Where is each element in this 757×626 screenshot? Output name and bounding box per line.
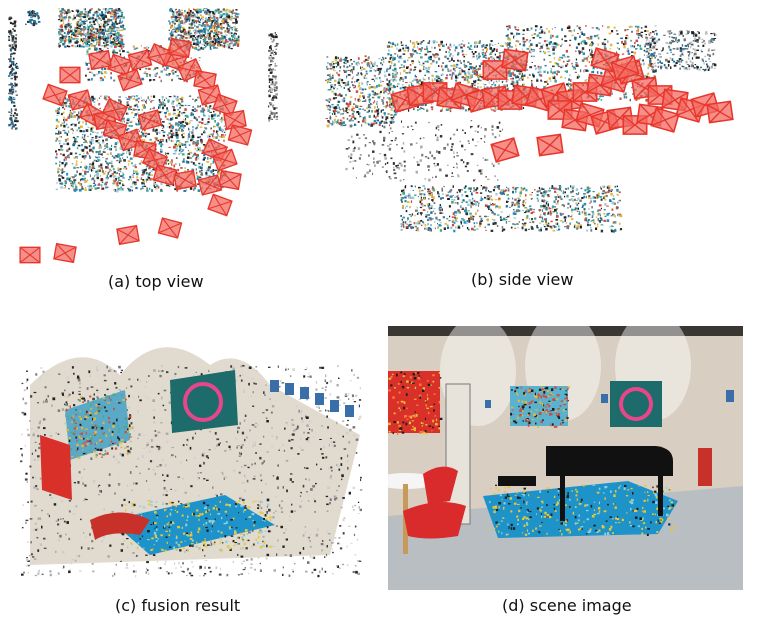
side-view-pointcloud-figure bbox=[325, 25, 734, 233]
panel-a-top-view bbox=[0, 0, 300, 270]
fused-small-frame-3 bbox=[300, 387, 309, 399]
scene-small-frame-right bbox=[726, 390, 734, 402]
camera-frustum-29 bbox=[168, 37, 192, 59]
rug-pointcloud-sideview bbox=[400, 185, 623, 233]
camera-frustum-26 bbox=[127, 49, 153, 71]
camera-frustum-31 bbox=[101, 97, 129, 123]
scene-ceiling bbox=[388, 326, 743, 336]
fused-rug bbox=[110, 495, 275, 555]
scene-red-cabinet bbox=[698, 448, 712, 486]
fused-tapestry-red bbox=[40, 435, 72, 500]
scene-rug bbox=[483, 481, 678, 538]
fused-small-frame-6 bbox=[345, 405, 354, 417]
camera-frustum-side-30 bbox=[650, 107, 680, 133]
scene-tapestry-red bbox=[388, 371, 440, 433]
camera-frustum-side-33 bbox=[482, 60, 508, 80]
scene-tapestry-geometric-pattern bbox=[510, 386, 571, 428]
panel-d-scene-image bbox=[388, 326, 743, 590]
side-sparse-points bbox=[345, 120, 504, 182]
fusion-result-figure bbox=[20, 347, 363, 578]
fused-tapestry-eye bbox=[170, 370, 238, 433]
top-wall-pointcloud-left bbox=[58, 8, 126, 49]
camera-frustum-10 bbox=[137, 109, 163, 131]
scene-tapestry-eye-ring bbox=[619, 387, 653, 421]
scene-piano-bench bbox=[498, 476, 536, 486]
fused-small-frame-1 bbox=[270, 380, 279, 392]
camera-frustum-17 bbox=[227, 124, 253, 146]
scene-small-frame-left bbox=[485, 400, 491, 408]
right-wall-pointcloud bbox=[268, 32, 279, 122]
fused-red-chair bbox=[90, 512, 150, 540]
camera-frustum-23 bbox=[173, 169, 197, 191]
scene-piano-leg-1 bbox=[560, 476, 565, 521]
camera-frustum-21 bbox=[197, 174, 223, 196]
side-wall-pointcloud-far bbox=[645, 30, 717, 73]
camera-frustum-side-32 bbox=[536, 133, 564, 157]
camera-frustum-2 bbox=[42, 83, 68, 107]
scene-photo-figure bbox=[388, 326, 743, 590]
scene-red-chair-back bbox=[423, 466, 458, 504]
camera-frustum-30 bbox=[117, 68, 143, 92]
camera-frustum-side-31 bbox=[490, 137, 520, 163]
camera-frustum-1 bbox=[59, 66, 81, 84]
camera-frustum-28 bbox=[88, 49, 112, 71]
scene-piano-leg-2 bbox=[658, 476, 663, 516]
scene-small-frame-mid bbox=[601, 394, 608, 403]
scene-tapestry-red-pattern bbox=[388, 371, 443, 435]
camera-frustum-13 bbox=[193, 69, 217, 91]
fused-tapestry-eye-ring bbox=[183, 382, 223, 422]
side-wall-pointcloud-left bbox=[325, 55, 398, 128]
caption-d: (d) scene image bbox=[502, 596, 632, 615]
fused-small-frame-4 bbox=[315, 393, 324, 405]
scene-grand-piano bbox=[546, 446, 673, 476]
camera-frustum-27 bbox=[146, 42, 174, 68]
camera-frustum-35 bbox=[157, 217, 183, 239]
panel-b-side-view bbox=[305, 0, 757, 250]
camera-frustum-side-22 bbox=[706, 100, 734, 124]
camera-frustum-34 bbox=[116, 224, 140, 246]
camera-frustum-33 bbox=[53, 242, 77, 264]
fused-tapestry-pattern bbox=[65, 393, 132, 459]
camera-frustum-32 bbox=[19, 246, 41, 264]
camera-frustum-24 bbox=[152, 164, 178, 186]
scene-tapestry-geometric bbox=[510, 386, 568, 426]
camera-frustum-16 bbox=[223, 109, 247, 131]
top-view-pointcloud-figure bbox=[8, 8, 279, 264]
camera-frustum-side-34 bbox=[501, 48, 529, 72]
caption-a: (a) top view bbox=[108, 272, 204, 291]
camera-frustum-20 bbox=[218, 169, 242, 191]
fused-tapestry-geometric bbox=[65, 390, 130, 460]
caption-c: (c) fusion result bbox=[115, 596, 241, 615]
scene-red-chair-front bbox=[403, 502, 466, 539]
panel-c-fusion-result bbox=[0, 305, 378, 587]
fused-small-frame-5 bbox=[330, 400, 339, 412]
top-wall-pointcloud-right bbox=[168, 8, 240, 51]
fused-small-frame-2 bbox=[285, 383, 294, 395]
left-wall-pointcloud bbox=[8, 16, 19, 130]
camera-frustum-22 bbox=[207, 193, 233, 217]
corner-pointcloud bbox=[25, 10, 41, 27]
caption-b: (b) side view bbox=[471, 270, 574, 289]
camera-frustum-19 bbox=[212, 148, 238, 172]
camera-frustum-side-36 bbox=[610, 55, 640, 81]
